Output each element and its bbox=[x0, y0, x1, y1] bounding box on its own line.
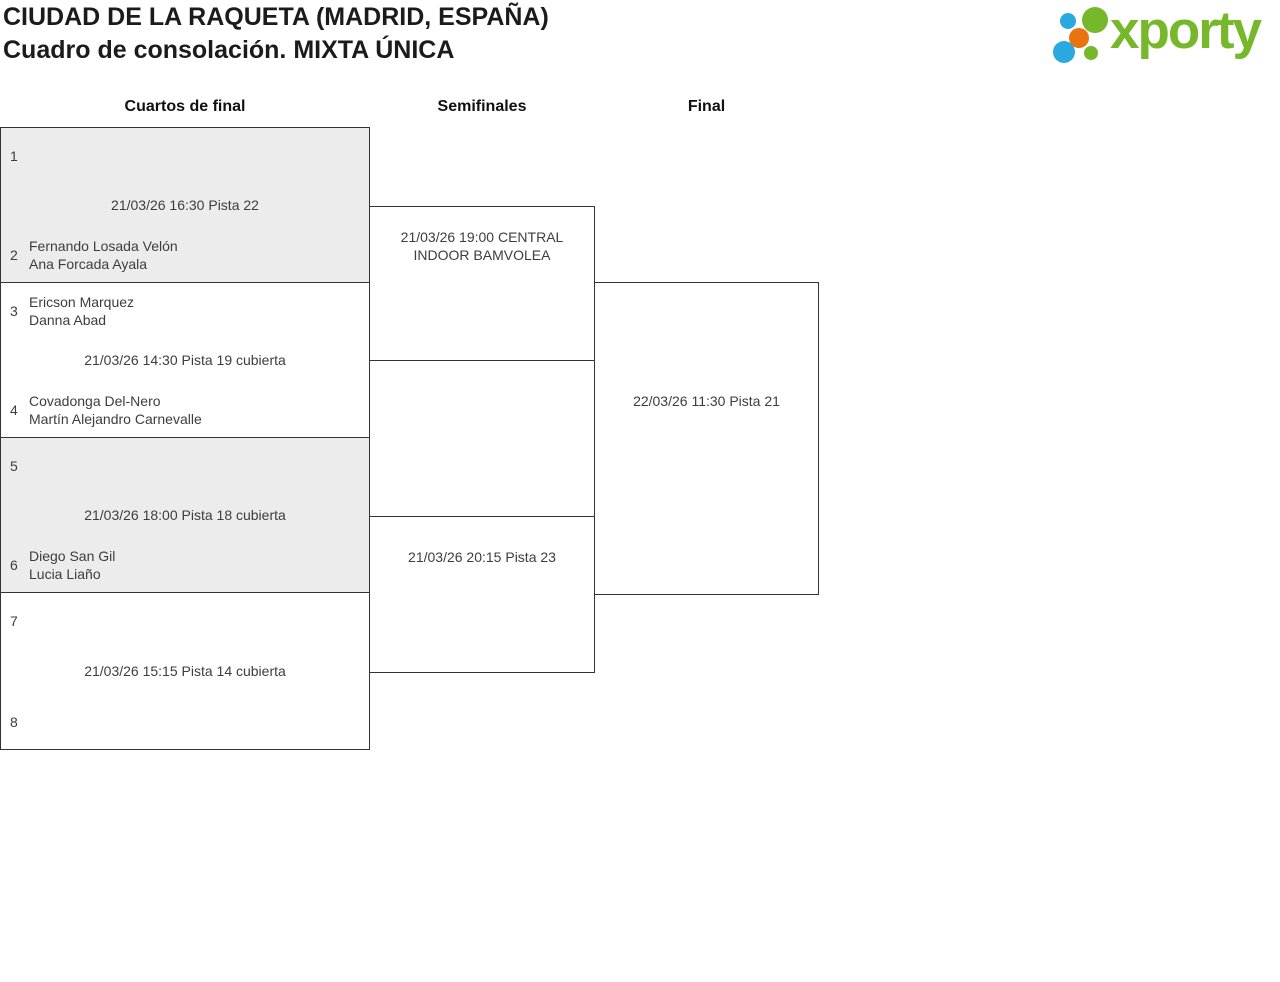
match-final: 22/03/26 11:30 Pista 21 bbox=[594, 282, 819, 595]
logo-wordmark: xporty bbox=[1110, 1, 1262, 60]
player-name: Ana Forcada Ayala bbox=[29, 256, 148, 272]
logo-dot-green-small-icon bbox=[1084, 46, 1098, 60]
team-players: Ericson Marquez Danna Abad bbox=[29, 293, 134, 329]
match-info: 21/03/26 14:30 Pista 19 cubierta bbox=[84, 352, 286, 368]
seed-number: 7 bbox=[10, 613, 18, 629]
team-players: Diego San Gil Lucia Liaño bbox=[29, 547, 115, 583]
team-slot-seed-6: 6 Diego San Gil Lucia Liaño bbox=[1, 547, 369, 583]
header: CIUDAD DE LA RAQUETA (MADRID, ESPAÑA) Cu… bbox=[3, 1, 549, 67]
logo-dot-orange-icon bbox=[1069, 28, 1089, 48]
match-info: 21/03/26 18:00 Pista 18 cubierta bbox=[84, 507, 286, 523]
seed-number: 8 bbox=[10, 714, 18, 730]
team-slot-seed-2: 2 Fernando Losada Velón Ana Forcada Ayal… bbox=[1, 237, 369, 273]
match-info: 21/03/26 16:30 Pista 22 bbox=[111, 197, 259, 213]
match-info-line-1: 21/03/26 19:00 CENTRAL bbox=[400, 228, 564, 245]
match-semifinal-1: 21/03/26 19:00 CENTRAL INDOOR BAMVOLEA bbox=[369, 206, 595, 361]
match-info-line-2: INDOOR BAMVOLEA bbox=[413, 246, 551, 263]
round-header-final: Final bbox=[687, 98, 726, 115]
team-slot-seed-5: 5 bbox=[1, 448, 369, 484]
player-name: Lucia Liaño bbox=[29, 566, 101, 582]
tournament-title: CIUDAD DE LA RAQUETA (MADRID, ESPAÑA) bbox=[3, 3, 549, 31]
logo-dot-blue-small-icon bbox=[1060, 13, 1076, 29]
seed-number: 5 bbox=[10, 458, 18, 474]
bracket-subtitle: Cuadro de consolación. MIXTA ÚNICA bbox=[3, 36, 455, 64]
team-slot-seed-7: 7 bbox=[1, 603, 369, 639]
round-header-cuartos: Cuartos de final bbox=[124, 98, 246, 115]
player-name: Ericson Marquez bbox=[29, 294, 135, 310]
match-info: 21/03/26 15:15 Pista 14 cubierta bbox=[84, 663, 286, 679]
team-slot-seed-3: 3 Ericson Marquez Danna Abad bbox=[1, 293, 369, 329]
match-info: 21/03/26 20:15 Pista 23 bbox=[374, 548, 590, 566]
player-name: Martín Alejandro Carnevalle bbox=[29, 411, 202, 427]
logo-dot-blue-big-icon bbox=[1053, 41, 1075, 63]
match-quarterfinal-4: 7 21/03/26 15:15 Pista 14 cubierta 8 bbox=[0, 592, 370, 750]
match-quarterfinal-2: 3 Ericson Marquez Danna Abad 21/03/26 14… bbox=[0, 282, 370, 438]
team-slot-seed-1: 1 bbox=[1, 138, 369, 174]
logo-dot-green-big-icon bbox=[1082, 7, 1108, 33]
seed-number: 1 bbox=[10, 148, 18, 164]
match-info-line-1: 21/03/26 20:15 Pista 23 bbox=[408, 548, 556, 565]
seed-number: 6 bbox=[10, 557, 18, 573]
player-name: Danna Abad bbox=[29, 312, 107, 328]
team-players: Fernando Losada Velón Ana Forcada Ayala bbox=[29, 237, 178, 273]
team-slot-seed-4: 4 Covadonga Del-Nero Martín Alejandro Ca… bbox=[1, 392, 369, 428]
team-players: Covadonga Del-Nero Martín Alejandro Carn… bbox=[29, 392, 202, 428]
seed-number: 3 bbox=[10, 303, 18, 319]
team-slot-seed-8: 8 bbox=[1, 704, 369, 740]
match-semifinal-2: 21/03/26 20:15 Pista 23 bbox=[369, 516, 595, 673]
seed-number: 4 bbox=[10, 402, 18, 418]
seed-number: 2 bbox=[10, 247, 18, 263]
player-name: Diego San Gil bbox=[29, 548, 116, 564]
match-quarterfinal-1: 1 21/03/26 16:30 Pista 22 2 Fernando Los… bbox=[0, 127, 370, 283]
match-info: 22/03/26 11:30 Pista 21 bbox=[633, 392, 780, 409]
player-name: Covadonga Del-Nero bbox=[29, 393, 161, 409]
match-info: 21/03/26 19:00 CENTRAL INDOOR BAMVOLEA bbox=[374, 228, 590, 264]
player-name: Fernando Losada Velón bbox=[29, 238, 178, 254]
match-quarterfinal-3: 5 21/03/26 18:00 Pista 18 cubierta 6 Die… bbox=[0, 437, 370, 593]
xporty-logo[interactable]: xporty bbox=[1050, 0, 1275, 78]
round-header-semifinales: Semifinales bbox=[437, 98, 527, 115]
